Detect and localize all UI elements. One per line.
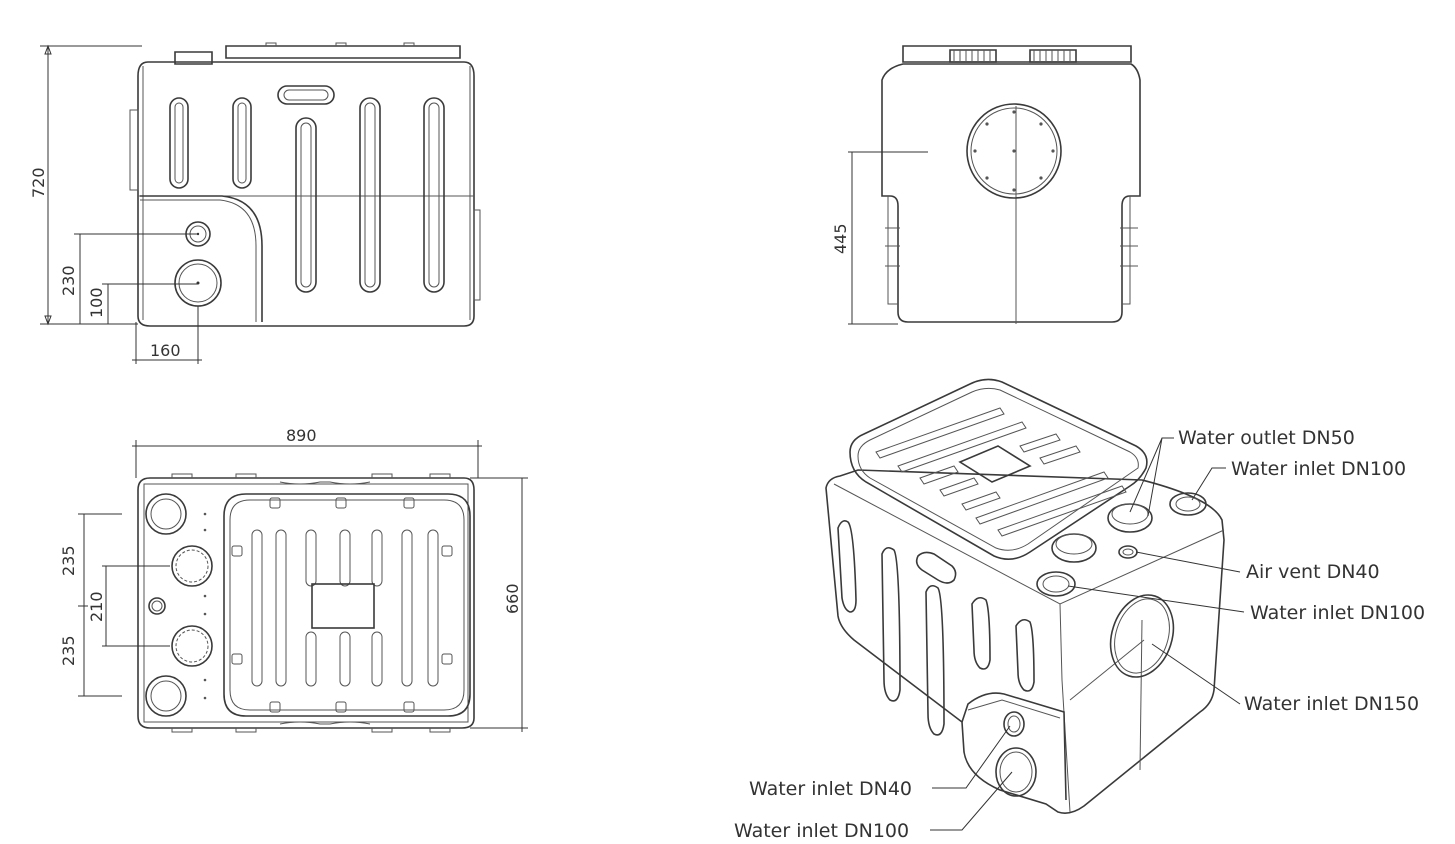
top-lid-slots: [251, 529, 439, 687]
dim-height-side-inlet: 445: [831, 223, 850, 254]
dim-spacing-top: 235: [59, 545, 78, 576]
label-air-vent-dn40: Air vent DN40: [1246, 561, 1380, 583]
dim-depth-total: 660: [503, 583, 522, 614]
side-view: [881, 45, 1141, 324]
dim-height-total: 720: [29, 167, 48, 198]
label-water-inlet-dn100-mid: Water inlet DN100: [1250, 602, 1425, 624]
label-water-inlet-dn100-top: Water inlet DN100: [1231, 458, 1406, 480]
iso-side-slots: [837, 520, 1035, 736]
label-leaders: [930, 437, 1245, 831]
label-water-outlet-dn50: Water outlet DN50: [1178, 427, 1355, 449]
front-view: [129, 42, 481, 327]
front-slots: [169, 97, 445, 293]
dim-height-inlet-large: 100: [87, 287, 106, 318]
label-water-inlet-dn100-bottom: Water inlet DN100: [734, 820, 909, 842]
top-view: [137, 473, 475, 733]
label-water-inlet-dn150: Water inlet DN150: [1244, 693, 1419, 715]
side-view-dimensions: 445: [831, 151, 928, 325]
top-view-dimensions: 890 660 235 210 235: [59, 426, 528, 732]
dim-width-total: 890: [286, 426, 317, 445]
component-labels: Water outlet DN50 Water inlet DN100 Air …: [734, 427, 1425, 842]
iso-lid-slots: [875, 407, 1127, 537]
label-water-inlet-dn40: Water inlet DN40: [749, 778, 912, 800]
front-view-dimensions: 720 230 100 160: [29, 44, 202, 364]
dim-spacing-bottom: 235: [59, 635, 78, 666]
dim-spacing-middle: 210: [87, 591, 106, 622]
dim-height-inlet-small: 230: [59, 265, 78, 296]
dim-offset-inlet: 160: [150, 341, 181, 360]
isometric-view: [825, 378, 1225, 814]
